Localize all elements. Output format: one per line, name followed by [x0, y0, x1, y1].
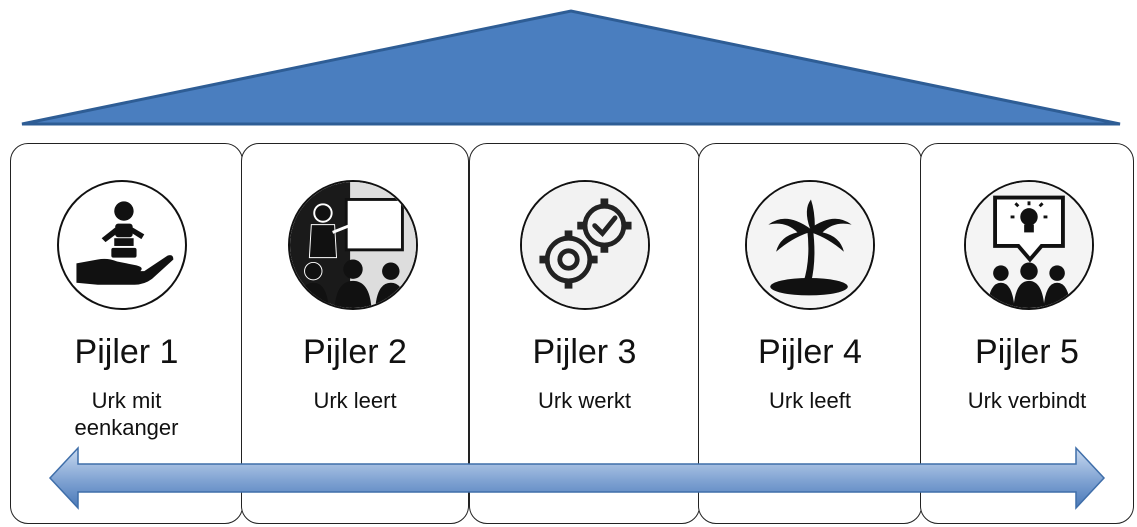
pillar-1: Pijler 1 Urk mit eenkanger [10, 143, 243, 524]
pillar-title: Pijler 1 [74, 333, 179, 371]
pillar-2: Pijler 2 Urk leert [241, 143, 469, 524]
pillar-subtitle-line: Urk verbindt [967, 388, 1087, 413]
double-arrow-icon [48, 446, 1106, 510]
roof-triangle [21, 9, 1121, 126]
pillar-title: Pijler 4 [758, 333, 862, 371]
pillar-subtitle-line: Urk mit [91, 388, 162, 413]
pillar-subtitle-line: Urk werkt [538, 388, 631, 413]
pillar-title: Pijler 5 [975, 333, 1079, 371]
palm-tree-island-icon [745, 180, 875, 310]
pillar-subtitle: Urk verbindt [921, 387, 1133, 414]
pillar-subtitle: Urk mit eenkanger [11, 387, 242, 441]
pillar-subtitle-line: Urk leeft [769, 388, 851, 413]
hand-holding-child-icon [57, 180, 187, 310]
pillar-subtitle: Urk leeft [699, 387, 921, 414]
pillar-4: Pijler 4 Urk leeft [698, 143, 922, 524]
pillar-subtitle-line: Urk leert [313, 388, 397, 413]
pillar-title: Pijler 2 [303, 333, 407, 371]
pillar-subtitle: Urk leert [242, 387, 468, 414]
pillar-title: Pijler 3 [532, 333, 637, 371]
classroom-teacher-icon [288, 180, 418, 310]
gears-check-icon [520, 180, 650, 310]
pillar-subtitle-line: eenkanger [74, 415, 179, 440]
pillar-3: Pijler 3 Urk werkt [469, 143, 700, 524]
idea-meeting-icon [964, 180, 1094, 310]
pillar-5: Pijler 5 Urk verbindt [920, 143, 1134, 524]
pillar-subtitle: Urk werkt [470, 387, 699, 414]
